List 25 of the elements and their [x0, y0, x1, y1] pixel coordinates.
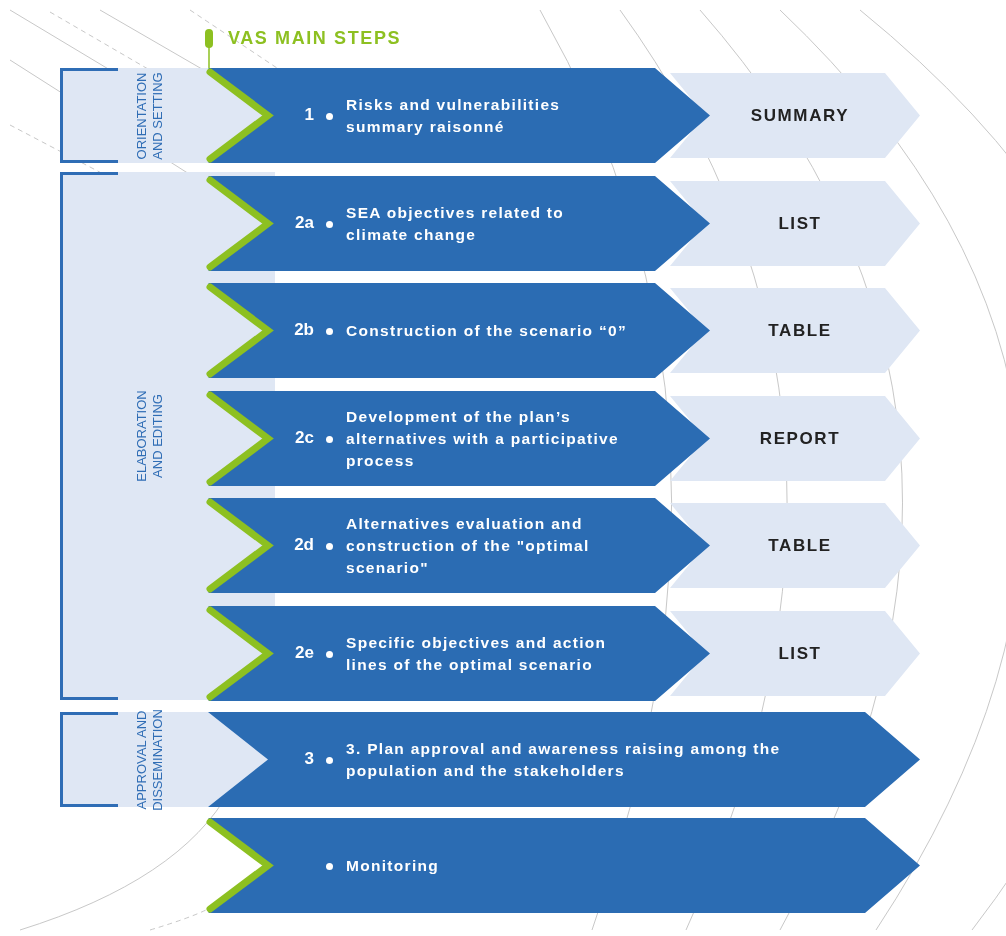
- step-description: Risks and vulnerabilities summary raisonné: [346, 94, 562, 137]
- step-description: SEA objectives related to climate change: [346, 202, 565, 245]
- output-label: TABLE: [767, 320, 833, 341]
- output-label: REPORT: [758, 428, 842, 449]
- step-number: 2e: [294, 642, 314, 663]
- diagram-title: VAS MAIN STEPS: [228, 28, 402, 49]
- step-number: 2b: [293, 319, 314, 340]
- step-number: 3: [303, 748, 314, 769]
- step-description: Specific objectives and action lines of the optimal scenario: [346, 632, 608, 675]
- output-label: SUMMARY: [749, 105, 851, 126]
- output-label: LIST: [777, 213, 823, 234]
- phase-label: APPROVAL AND DISSEMINATION: [134, 707, 166, 812]
- output-label: LIST: [777, 643, 823, 664]
- step-number: 1: [303, 104, 314, 125]
- step-description: 3. Plan approval and awareness raising among the population and the stakeholders: [346, 738, 782, 781]
- step-number: 2c: [294, 427, 314, 448]
- step-number: 2a: [294, 212, 314, 233]
- output-label: TABLE: [767, 535, 833, 556]
- step-description: Development of the plan’s alternatives with a participative process: [346, 406, 620, 471]
- phase-label: ELABORATION AND EDITING: [134, 389, 166, 484]
- step-number: 2d: [293, 534, 314, 555]
- step-description: Monitoring: [346, 855, 441, 876]
- phase-label: ORIENTATION AND SETTING: [134, 70, 166, 162]
- step-description: Alternatives evaluation and construction of the "optimal scenario": [346, 513, 591, 578]
- step-description: Construction of the scenario “0”: [346, 320, 629, 341]
